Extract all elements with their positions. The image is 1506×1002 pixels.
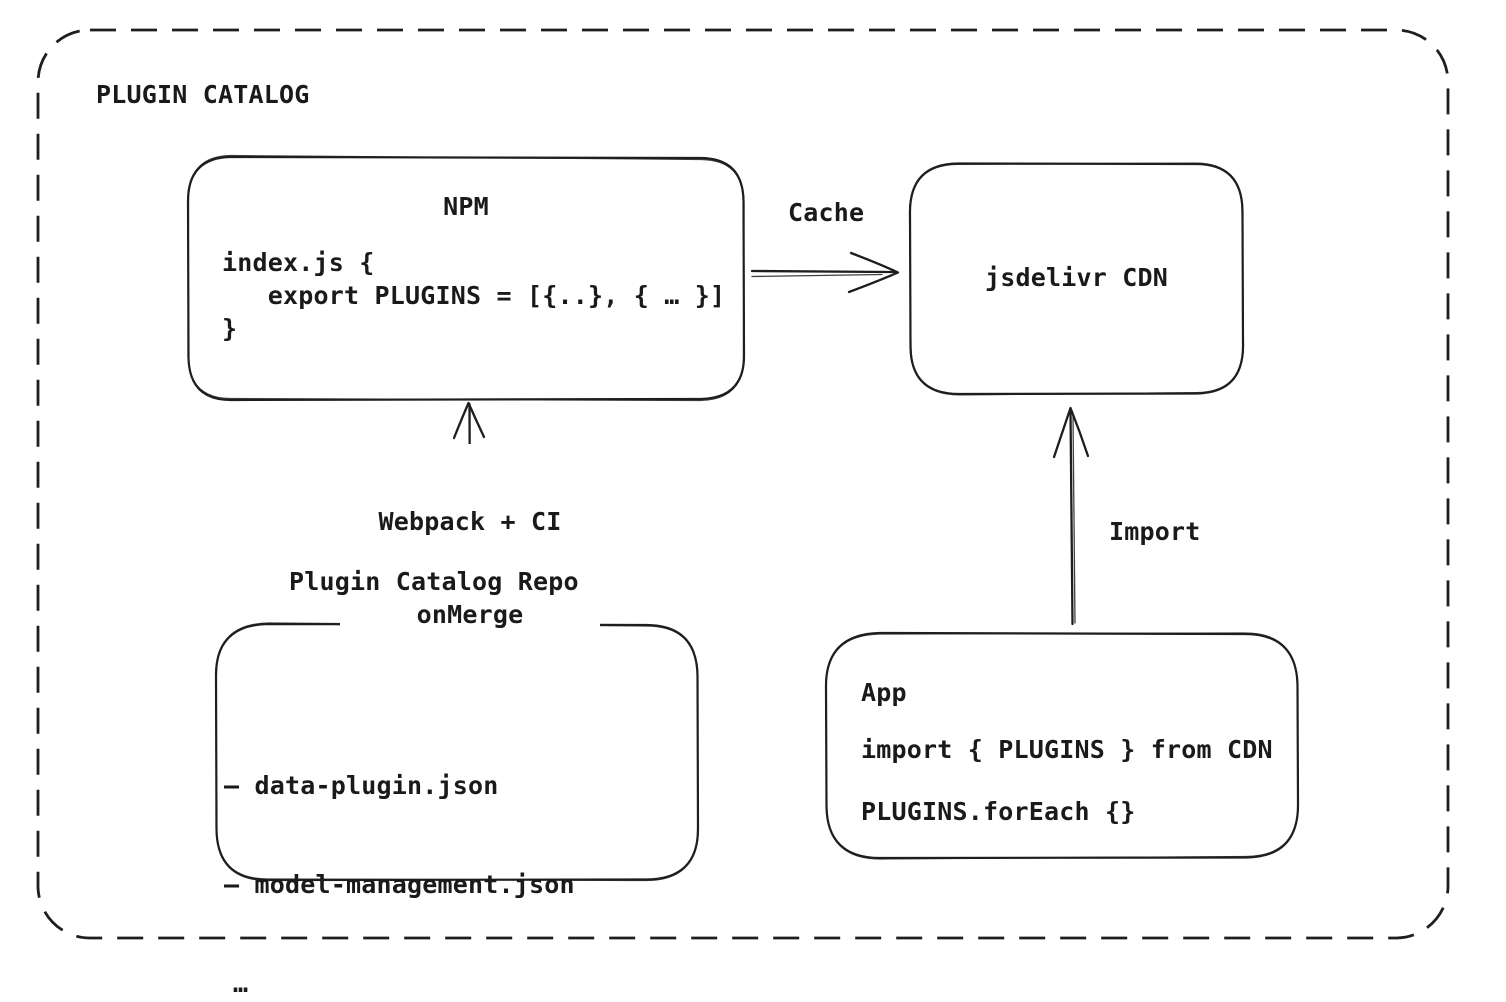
npm-box-title: NPM xyxy=(443,192,489,221)
import-arrow xyxy=(1052,406,1090,626)
import-arrow-shaft xyxy=(1069,408,1074,626)
app-box xyxy=(824,631,1300,860)
npm-box-outline-sketch xyxy=(187,154,745,402)
outer-dashed-border xyxy=(36,28,1450,940)
cdn-box xyxy=(908,162,1245,396)
cache-arrow-shaft xyxy=(750,269,897,274)
cache-arrow-label: Cache xyxy=(788,198,865,227)
repo-file-list: – data-plugin.json – model-management.js… xyxy=(224,703,575,1002)
repo-file-item: – data-plugin.json xyxy=(224,771,499,800)
npm-code-block: index.js { export PLUGINS = [{..}, { … }… xyxy=(222,248,726,343)
import-arrow-label: Import xyxy=(1109,517,1201,546)
app-box-outline-sketch xyxy=(825,632,1299,860)
import-arrow-head xyxy=(1052,406,1090,459)
repo-file-item-ellipsis: … xyxy=(233,969,249,998)
import-arrow-shaft-sketch xyxy=(1072,414,1076,624)
app-import-line: import { PLUGINS } from CDN xyxy=(861,735,1273,764)
diagram-title: PLUGIN CATALOG xyxy=(96,80,310,109)
build-arrow-label-line2: onMerge xyxy=(416,600,524,629)
cache-arrow-head xyxy=(847,251,900,294)
app-foreach-line: PLUGINS.forEach {} xyxy=(861,797,1136,826)
cache-arrow-shaft-sketch xyxy=(751,273,883,278)
cdn-box-label: jsdelivr CDN xyxy=(984,263,1168,292)
repo-box xyxy=(214,622,700,882)
repo-file-item: – model-management.json xyxy=(224,870,575,899)
cdn-box-outline-sketch xyxy=(908,162,1245,396)
repo-box-outline-sketch xyxy=(215,622,699,882)
cache-arrow xyxy=(750,251,900,294)
build-arrow-label: Webpack + CI onMerge xyxy=(340,444,600,698)
npm-box xyxy=(186,154,746,402)
build-arrow-label-line1: Webpack + CI xyxy=(378,507,562,536)
repo-box-title: Plugin Catalog Repo xyxy=(289,567,579,596)
build-arrow-head xyxy=(452,401,486,440)
app-box-title: App xyxy=(861,678,907,707)
